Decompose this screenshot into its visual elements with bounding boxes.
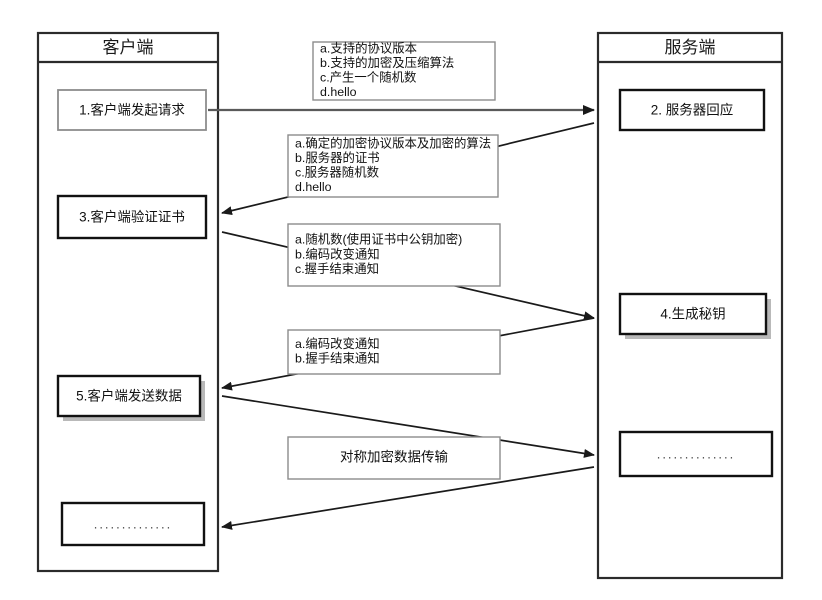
- note-line-note1-0: a.支持的协议版本: [320, 40, 417, 55]
- step-box-frame-client_more: [60, 501, 206, 547]
- note-line-note2-0: a.确定的加密协议版本及加密的算法: [295, 135, 491, 150]
- step-label-step1: 1.客户端发起请求: [79, 102, 185, 118]
- step-box-step5: 5.客户端发送数据: [56, 374, 205, 421]
- note-line-note1-1: b.支持的加密及压缩算法: [320, 55, 454, 70]
- message-arrow-arrow5: [221, 395, 595, 458]
- step-box-frame-step4: [618, 292, 768, 336]
- step-box-frame-server_more: [618, 430, 774, 478]
- step-ellipsis-label-server_more: ..............: [657, 446, 736, 461]
- step-box-server_more: ..............: [618, 430, 774, 478]
- note-line-note3-0: a.随机数(使用证书中公钥加密): [295, 232, 462, 247]
- step-box-client_more: ..............: [60, 501, 206, 547]
- note-line-note1-2: c.产生一个随机数: [320, 70, 417, 85]
- message-arrow-arrow6: [221, 466, 595, 530]
- note-line-note5-0: 对称加密数据传输: [340, 449, 448, 465]
- lifeline-title-client: 客户端: [103, 38, 154, 57]
- note-line-note4-1: b.握手结束通知: [295, 351, 380, 366]
- step-label-step5: 5.客户端发送数据: [76, 388, 182, 404]
- step-box-step3: 3.客户端验证证书: [56, 194, 208, 240]
- step-box-frame-step1: [57, 89, 207, 131]
- step-box-step1: 1.客户端发起请求: [57, 89, 207, 131]
- note-note5: 对称加密数据传输: [287, 436, 501, 480]
- note-line-note3-1: b.编码改变通知: [295, 246, 380, 261]
- step-box-frame-step3: [56, 194, 208, 240]
- step-box-step2: 2. 服务器回应: [618, 88, 766, 132]
- note-frame-note2: [287, 134, 499, 198]
- step-box-frame-step5: [56, 374, 202, 418]
- note-frame-note4: [287, 329, 501, 375]
- step-boxes-group: 1.客户端发起请求 2. 服务器回应 3.客户端验证证书 4.生成秘钥 5.客户端发送数…: [56, 88, 774, 547]
- note-line-note2-1: b.服务器的证书: [295, 150, 380, 165]
- step-ellipsis-label-client_more: ..............: [94, 516, 173, 531]
- lifeline-title-server: 服务端: [665, 38, 716, 57]
- step-label-step4: 4.生成秘钥: [660, 307, 725, 322]
- step-label-step3: 3.客户端验证证书: [79, 209, 185, 225]
- note-frame-note5: [287, 436, 501, 480]
- note-frame-note3: [287, 223, 501, 287]
- note-line-note3-2: c.握手结束通知: [295, 261, 379, 276]
- note-frame-note1: [312, 41, 496, 101]
- message-notes-group: a.支持的协议版本b.支持的加密及压缩算法c.产生一个随机数d.helloa.确…: [287, 40, 501, 480]
- step-label-step2: 2. 服务器回应: [651, 102, 734, 118]
- note-line-note4-0: a.编码改变通知: [295, 336, 380, 351]
- note-line-note1-3: d.hello: [320, 85, 357, 99]
- note-line-note2-3: d.hello: [295, 180, 332, 194]
- note-line-note2-2: c.服务器随机数: [295, 165, 380, 180]
- step-box-step4: 4.生成秘钥: [618, 292, 771, 339]
- step-box-frame-step2: [618, 88, 766, 132]
